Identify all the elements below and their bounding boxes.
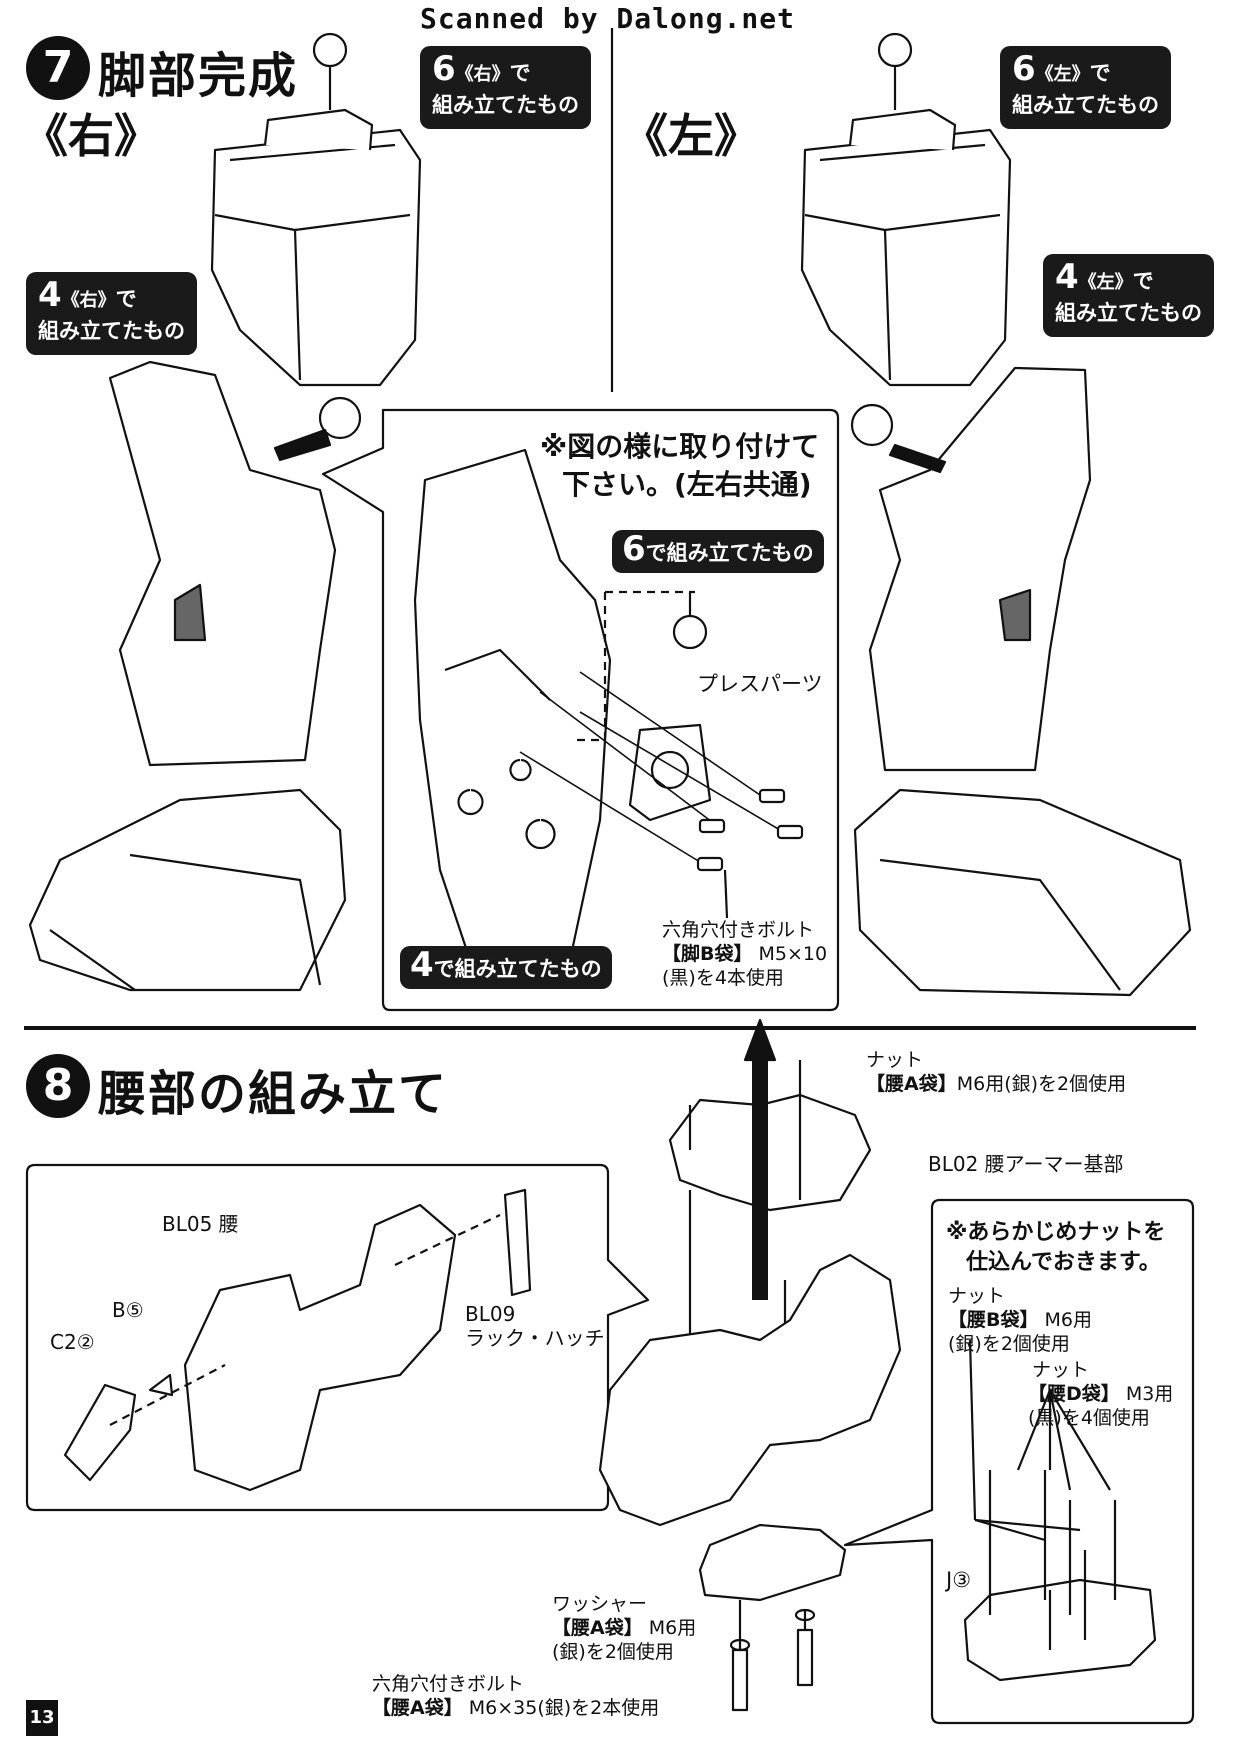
bolt-label: 六角穴付きボルト 【脚B袋】 M5×10 (黒)を4本使用	[662, 918, 827, 990]
bolt-label-line: (黒)を4本使用	[662, 967, 784, 989]
nut-b-line: (銀)を2個使用	[948, 1333, 1070, 1355]
waist-bolt-label: 六角穴付きボルト 【腰A袋】 M6×35(銀)を2本使用	[372, 1672, 659, 1720]
nut-b-bag: 【腰B袋】	[948, 1309, 1039, 1331]
step-7-badge: 7	[26, 36, 90, 100]
callout-text: で組み立てたもの	[433, 957, 602, 981]
preinstall-note: ※あらかじめナットを 仕込んでおきます。	[946, 1218, 1165, 1278]
step-8-badge: 8	[26, 1054, 90, 1118]
scan-credit: Scanned by Dalong.net	[420, 2, 796, 35]
right-side-label: 《右》	[22, 109, 160, 163]
callout-side: 《右》	[61, 290, 116, 311]
b5-label: B⑤	[112, 1298, 144, 1322]
callout-suffix: で	[1132, 269, 1154, 293]
bolt-label-line: 六角穴付きボルト	[662, 919, 815, 941]
nut-top-bag: 【腰A袋】	[866, 1073, 957, 1095]
callout-left-6: 6《左》で 組み立てたもの	[1000, 46, 1171, 129]
callout-text: 組み立てたもの	[38, 319, 185, 343]
waist-bolt-line: 六角穴付きボルト	[372, 1673, 525, 1695]
step-8-title: 腰部の組み立て	[98, 1066, 449, 1122]
bolt-size: M5×10	[758, 943, 828, 965]
nut-b-line: ナット	[948, 1285, 1006, 1307]
bl02-label: BL02 腰アーマー基部	[928, 1152, 1124, 1176]
callout-right-6: 6《右》で 組み立てたもの	[420, 46, 591, 129]
nut-d-label: ナット 【腰D袋】 M3用 (黒)を4個使用	[1028, 1358, 1173, 1430]
callout-text: 組み立てたもの	[1012, 93, 1159, 117]
nut-d-size: M3用	[1125, 1383, 1174, 1405]
nut-b-size: M6用	[1044, 1309, 1093, 1331]
callout-right-4: 4《右》で 組み立てたもの	[26, 272, 197, 355]
washer-line: (銀)を2個使用	[552, 1641, 674, 1663]
callout-step-number: 6	[432, 49, 456, 89]
detail-note-line: ※図の様に取り付けて	[540, 430, 820, 463]
washer-bag: 【腰A袋】	[552, 1617, 643, 1639]
callout-side: 《右》	[455, 64, 510, 85]
preinstall-note-line: 仕込んでおきます。	[966, 1250, 1161, 1275]
detail-note: ※図の様に取り付けて 下さい。(左右共通)	[540, 428, 819, 504]
nut-d-line: ナット	[1032, 1359, 1090, 1381]
nut-top-label: ナット 【腰A袋】M6用(銀)を2個使用	[866, 1048, 1126, 1096]
page-number: 13	[26, 1700, 58, 1736]
callout-suffix: で	[1089, 61, 1111, 85]
bl05-label: BL05 腰	[162, 1212, 239, 1236]
bl09-label: BL09 ラック・ハッチ	[465, 1302, 605, 1350]
washer-line: ワッシャー	[552, 1593, 648, 1615]
step-7-title: 脚部完成	[98, 48, 299, 104]
nut-top-line: ナット	[866, 1049, 924, 1071]
callout-step-number: 6	[622, 529, 646, 569]
callout-step-number: 4	[410, 945, 434, 985]
washer-label: ワッシャー 【腰A袋】 M6用 (銀)を2個使用	[552, 1592, 696, 1664]
nut-b-label: ナット 【腰B袋】 M6用 (銀)を2個使用	[948, 1284, 1092, 1356]
callout-step-number: 6	[1012, 49, 1036, 89]
bolt-bag: 【脚B袋】	[662, 943, 753, 965]
callout-suffix: で	[509, 61, 531, 85]
callout-text: で組み立てたもの	[645, 541, 814, 565]
callout-suffix: で	[115, 287, 137, 311]
callout-text: 組み立てたもの	[432, 93, 579, 117]
waist-bolt-line: M6×35(銀)を2本使用	[468, 1697, 660, 1719]
callout-detail-6: 6で組み立てたもの	[612, 530, 824, 573]
press-parts-label: プレスパーツ	[697, 672, 823, 696]
waist-bolt-bag: 【腰A袋】	[372, 1697, 463, 1719]
callout-left-4: 4《左》で 組み立てたもの	[1043, 254, 1214, 337]
bl09-line: BL09	[465, 1302, 516, 1326]
bl09-line: ラック・ハッチ	[465, 1326, 605, 1350]
j3-label: J③	[946, 1568, 972, 1592]
c2-label: C2②	[50, 1330, 95, 1354]
callout-detail-4: 4で組み立てたもの	[400, 946, 612, 989]
washer-size: M6用	[648, 1617, 697, 1639]
detail-note-line: 下さい。(左右共通)	[562, 468, 812, 501]
left-side-label: 《左》	[622, 109, 760, 163]
nut-d-bag: 【腰D袋】	[1028, 1383, 1120, 1405]
callout-step-number: 4	[1055, 257, 1079, 297]
callout-step-number: 4	[38, 275, 62, 315]
callout-side: 《左》	[1078, 272, 1133, 293]
nut-top-line: M6用(銀)を2個使用	[956, 1073, 1127, 1095]
preinstall-note-line: ※あらかじめナットを	[946, 1220, 1166, 1245]
callout-side: 《左》	[1035, 64, 1090, 85]
nut-d-line: (黒)を4個使用	[1028, 1407, 1150, 1429]
callout-text: 組み立てたもの	[1055, 301, 1202, 325]
